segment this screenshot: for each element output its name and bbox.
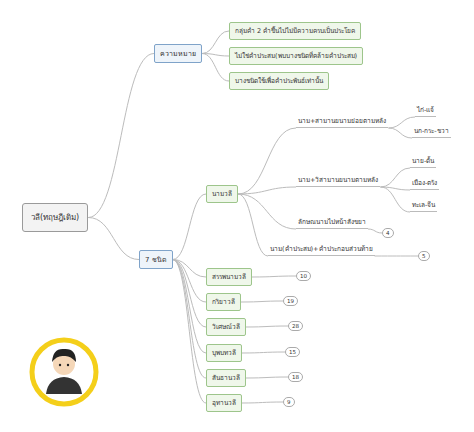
subtopic-text: ไก่-แจ้ <box>415 104 436 117</box>
branch-line <box>173 260 206 303</box>
node-label: สันธานวลี <box>212 374 240 382</box>
subtopic-text: นก-กระ-ชวา <box>412 125 451 138</box>
branch-line <box>173 260 206 354</box>
topic-box: สันธานวลี <box>206 369 246 387</box>
node-label: ไก่-แจ้ <box>417 106 434 114</box>
branch-line <box>202 54 229 82</box>
node-label: 9 <box>287 399 291 405</box>
node-label: วลี(ทฤษฎีเดิม) <box>31 213 79 222</box>
subtopic-text: นาม+สามานยนามย่อยตามหลัง <box>296 115 388 128</box>
node-label: อุทานวลี <box>212 399 236 407</box>
branch-line <box>380 187 410 212</box>
avatar-hair <box>52 349 76 362</box>
topic-box: บางชนิดใช้เพื่อคำประพันธ์เท่านั้น <box>229 72 329 90</box>
branch-line <box>388 128 412 138</box>
node-label: กลุ่มคำ 2 คำขึ้นไปไม่มีความครบเป็นประโยค <box>235 27 355 35</box>
node-label: 10 <box>300 273 307 279</box>
node-label: บางชนิดใช้เพื่อคำประพันธ์เท่านั้น <box>235 77 323 85</box>
branch-line <box>88 54 154 218</box>
branch-line <box>246 326 288 327</box>
node-label: นามวลี <box>212 190 232 198</box>
branch-line <box>246 377 288 378</box>
count-badge: 19 <box>283 296 298 306</box>
subtopic-text: เมือง-ตรัง <box>410 177 439 190</box>
branch-line <box>202 31 229 54</box>
count-badge: 9 <box>283 397 295 407</box>
branch-line <box>368 229 382 233</box>
branch-line <box>88 218 139 260</box>
branch-line <box>173 260 206 379</box>
avatar-eye <box>67 364 69 366</box>
count-badge: 10 <box>296 271 311 281</box>
node-label: บุพบทวลี <box>212 349 236 357</box>
branch-line <box>375 256 418 257</box>
node-label: นาม+สามานยนามย่อยตามหลัง <box>298 117 386 125</box>
node-label: สรรพนามวลี <box>212 273 246 281</box>
node-label: นาม(คำประสม)+คำประกอบส่วนท้าย <box>270 245 373 253</box>
node-label: ไม่ใช่คำประสม(พบบางชนิดที่คล้ายคำประสม) <box>235 52 357 60</box>
subtopic-text: นาม+วิสามานยนามตามหลัง <box>296 174 380 187</box>
node-label: กริยาวลี <box>212 298 235 306</box>
subtopic-text: นาย-ดั้น <box>410 155 436 168</box>
branch-line <box>242 352 285 353</box>
avatar-ring <box>32 340 96 404</box>
subtopic-text: ทะเล-จีน <box>410 199 437 212</box>
branch-box: 7 ชนิด <box>139 250 173 269</box>
branch-line <box>252 276 296 277</box>
node-label: 7 ชนิด <box>145 256 167 264</box>
branch-line <box>380 168 410 187</box>
count-badge: 28 <box>288 321 303 331</box>
topic-box: วิเศษณ์วลี <box>206 318 246 336</box>
node-label: ความหมาย <box>160 50 196 58</box>
topic-box: ไม่ใช่คำประสม(พบบางชนิดที่คล้ายคำประสม) <box>229 47 363 65</box>
branch-line <box>173 260 206 404</box>
branch-box: ความหมาย <box>154 44 202 63</box>
topic-box: บุพบทวลี <box>206 344 242 362</box>
node-label: 18 <box>292 374 299 380</box>
topic-box: อุทานวลี <box>206 394 242 412</box>
count-badge: 4 <box>382 228 394 238</box>
node-label: ลักษณนามไปหน้าสังขยา <box>298 218 366 226</box>
branch-line <box>238 194 268 256</box>
node-label: นก-กระ-ชวา <box>414 127 449 135</box>
count-badge: 18 <box>288 372 303 382</box>
count-badge: 15 <box>285 347 300 357</box>
root-topic: วลี(ทฤษฎีเดิม) <box>22 203 88 232</box>
avatar-eye <box>59 364 61 366</box>
branch-line <box>242 402 283 403</box>
node-label: 15 <box>289 349 296 355</box>
node-label: นาม+วิสามานยนามตามหลัง <box>298 176 378 184</box>
branch-line <box>238 187 296 194</box>
count-badge: 5 <box>418 251 430 261</box>
avatar-body <box>46 377 82 394</box>
branch-line <box>241 301 283 302</box>
node-label: ทะเล-จีน <box>412 201 435 209</box>
node-label: 28 <box>292 323 299 329</box>
node-label: 5 <box>422 253 426 259</box>
node-label: 4 <box>386 230 390 236</box>
branch-line <box>173 194 206 260</box>
branch-line <box>238 128 296 194</box>
topic-box: กริยาวลี <box>206 293 241 311</box>
subtopic-text: นาม(คำประสม)+คำประกอบส่วนท้าย <box>268 243 375 256</box>
node-label: 19 <box>287 298 294 304</box>
topic-box: กลุ่มคำ 2 คำขึ้นไปไม่มีความครบเป็นประโยค <box>229 22 361 40</box>
branch-line <box>238 194 296 229</box>
node-label: วิเศษณ์วลี <box>212 323 240 331</box>
subtopic-text: ลักษณนามไปหน้าสังขยา <box>296 216 368 229</box>
topic-box: นามวลี <box>206 185 238 203</box>
topic-box: สรรพนามวลี <box>206 268 252 286</box>
node-label: นาย-ดั้น <box>412 157 434 165</box>
node-label: เมือง-ตรัง <box>412 179 437 187</box>
